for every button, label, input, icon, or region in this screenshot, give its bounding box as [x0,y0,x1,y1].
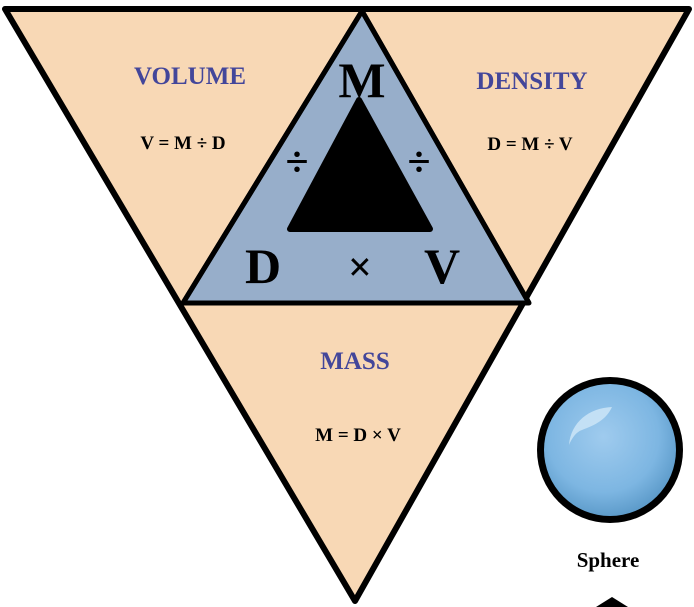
partial-shape-icon [596,597,628,607]
multiply-operator: × [348,245,372,291]
letter-m: M [338,52,385,108]
sphere-caption: Sphere [577,548,640,572]
mass-formula: M = D × V [315,425,401,446]
divider-right [359,9,532,305]
density-formula: D = M ÷ V [487,134,573,155]
letter-v: V [424,238,460,294]
mass-title: MASS [320,348,389,375]
letter-d: D [245,238,281,294]
volume-formula: V = M ÷ D [140,133,225,154]
divide-left-operator: ÷ [285,140,308,186]
divide-right-operator: ÷ [407,140,430,186]
volume-title: VOLUME [134,63,246,90]
divider-left [180,9,365,305]
density-title: DENSITY [476,68,587,95]
solid-triangle-icon [287,97,433,232]
sphere-icon [537,377,683,523]
